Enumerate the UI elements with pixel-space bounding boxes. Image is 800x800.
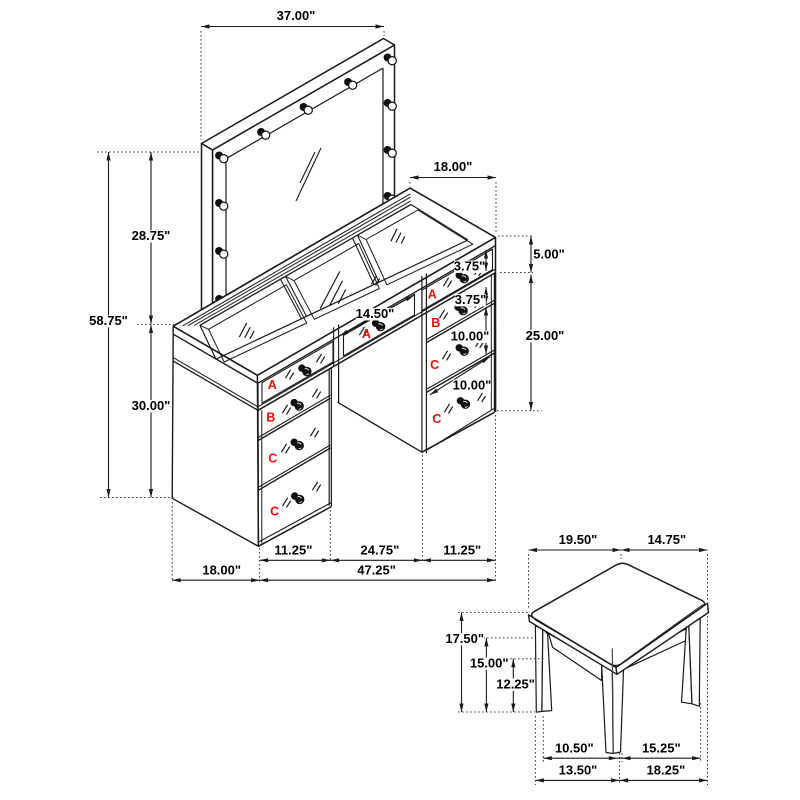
svg-text:11.25": 11.25" (443, 543, 481, 558)
svg-text:A: A (428, 288, 437, 302)
svg-text:58.75": 58.75" (89, 313, 128, 328)
svg-text:10.00": 10.00" (451, 329, 490, 344)
svg-text:28.75": 28.75" (132, 228, 171, 243)
svg-text:18.00": 18.00" (434, 159, 473, 174)
svg-text:18.25": 18.25" (647, 763, 686, 778)
svg-text:C: C (270, 505, 279, 519)
svg-text:3.75": 3.75" (455, 292, 486, 307)
svg-text:25.00": 25.00" (526, 328, 565, 343)
svg-text:14.50": 14.50" (356, 306, 395, 321)
svg-text:C: C (432, 412, 441, 426)
svg-text:30.00": 30.00" (132, 398, 171, 413)
svg-text:15.25": 15.25" (642, 741, 681, 756)
svg-text:5.00": 5.00" (533, 247, 564, 262)
svg-text:12.25": 12.25" (496, 677, 535, 692)
svg-text:13.50": 13.50" (559, 763, 598, 778)
svg-text:17.50": 17.50" (445, 631, 484, 646)
svg-text:C: C (430, 358, 439, 372)
svg-text:C: C (268, 452, 277, 466)
svg-text:11.25": 11.25" (274, 543, 312, 558)
svg-text:15.00": 15.00" (470, 656, 509, 671)
svg-text:18.00": 18.00" (202, 563, 241, 578)
svg-text:A: A (362, 327, 371, 341)
svg-text:37.00": 37.00" (277, 8, 316, 23)
svg-text:24.75": 24.75" (361, 543, 400, 558)
svg-text:10.50": 10.50" (555, 741, 594, 756)
svg-text:B: B (431, 316, 440, 330)
svg-text:A: A (268, 378, 277, 392)
svg-text:47.25": 47.25" (357, 563, 396, 578)
svg-text:3.75": 3.75" (454, 259, 485, 274)
svg-text:14.75": 14.75" (647, 532, 686, 547)
svg-text:10.00": 10.00" (453, 378, 492, 393)
svg-text:B: B (266, 411, 275, 425)
svg-text:19.50": 19.50" (559, 532, 598, 547)
